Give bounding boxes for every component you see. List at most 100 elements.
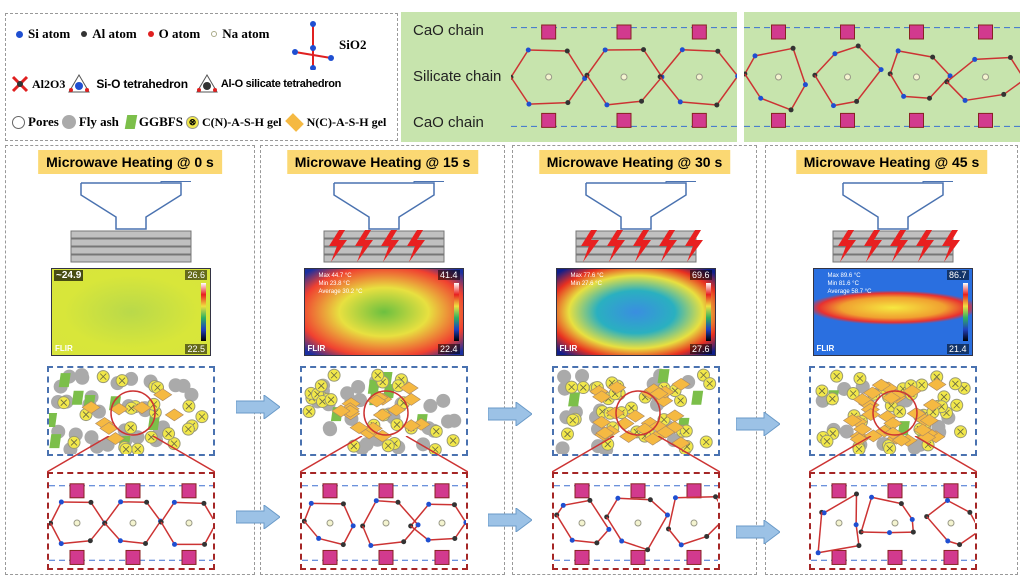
nash-gel [386, 403, 406, 417]
fly-ash-particle [339, 386, 354, 401]
silicate-chain-label: Silicate chain [413, 68, 502, 85]
microwave-hopper-icon [323, 181, 444, 263]
si-atom-icon [16, 30, 23, 38]
progression-arrow [487, 507, 533, 533]
cash-gel [892, 405, 906, 419]
thermal-readout: Max 89.6 °C [827, 273, 861, 279]
sio2-molecule-icon [292, 21, 334, 70]
microstructure-box [47, 366, 215, 456]
sio2-label: SiO2 [339, 37, 367, 52]
cash-gel [825, 392, 839, 406]
ggbfs-label: GGBFS [138, 114, 183, 129]
nash-gel [105, 432, 126, 445]
nash-gel [664, 409, 684, 423]
cash-gel [144, 430, 158, 444]
atom-legend-row: Si atom Al atom O atom Na atom [16, 26, 270, 42]
microstructure-box [299, 366, 468, 456]
cash-gel [429, 424, 443, 438]
nash-gel [642, 432, 662, 446]
nash-gel [926, 378, 946, 391]
tetrahedron-legend-row: Al2O3 Si-O tetrahedron Al-O silicate tet… [11, 74, 341, 94]
nash-gel [852, 393, 872, 406]
nash-gel [591, 415, 611, 429]
thermal-readout: Max 44.7 °C [318, 273, 352, 279]
cash-gel [702, 377, 716, 391]
scale-min: 27.6 [689, 344, 712, 354]
cao-chain-label-bottom: CaO chain [413, 114, 484, 131]
spot-temperature: ~24.9 [54, 270, 84, 281]
nash-gel [863, 429, 883, 443]
nash-gel [625, 409, 645, 423]
cash-gel [882, 441, 896, 454]
nash-gel [871, 378, 891, 392]
nash-gel [349, 421, 369, 435]
heating-panel-0: Microwave Heating @ 0 s ~24.9 26.6 22.5 … [5, 145, 255, 575]
ggbfs-particle [49, 413, 58, 428]
cash-gel [115, 374, 129, 388]
thermal-readout: Min 27.6 °C [570, 281, 602, 287]
cash-gel [819, 434, 833, 448]
thermal-readout: Average 58.7 °C [827, 289, 872, 295]
fly-ash-particle [74, 368, 89, 383]
nash-gel [849, 432, 869, 446]
cash-gel [96, 370, 110, 384]
nash-gel [366, 394, 386, 408]
cash-gel [852, 442, 866, 454]
disrupted-network-diagram [744, 24, 1020, 128]
fly-ash-particle [168, 378, 183, 393]
nash-gel [618, 430, 638, 443]
nash-gel [648, 387, 668, 400]
cash-gel [124, 421, 138, 435]
al2o3-label: Al2O3 [32, 76, 66, 91]
nash-gel [594, 426, 615, 440]
zoom-connector [551, 436, 720, 473]
cash-gel [57, 396, 71, 410]
nash-gel [591, 390, 611, 404]
zoom-connector [47, 436, 215, 473]
cash-gel [914, 378, 928, 392]
flir-logo: FLIR [55, 344, 73, 353]
thermal-readout: Max 77.6 °C [570, 273, 604, 279]
zoom-circle [871, 390, 918, 436]
cash-gel [181, 422, 195, 436]
panel-title: Microwave Heating @ 0 s [38, 150, 222, 174]
nash-gel [882, 417, 902, 430]
si-o-tetra-label: Si-O tetrahedron [96, 77, 188, 91]
cao-chain-label-top: CaO chain [413, 22, 484, 39]
ggbfs-particle [49, 434, 62, 449]
fly-ash-icon [61, 115, 76, 129]
fly-ash-particle [839, 424, 854, 439]
nash-gel [648, 419, 668, 433]
zoom-circle [362, 390, 409, 436]
ggbfs-particle [58, 373, 71, 388]
progression-arrow [735, 519, 781, 545]
cash-gel [699, 435, 713, 449]
si-label: Si atom [28, 26, 71, 41]
nash-gel [881, 391, 901, 405]
o-atom-icon [147, 31, 154, 37]
cash-gel [814, 384, 828, 398]
al-o-tetra-label: Al-O silicate tetrahedron [220, 78, 342, 90]
molecular-structure-panel: CaO chain Silicate chain CaO chain [401, 12, 737, 142]
fly-ash-particle [930, 419, 945, 434]
cash-gel [119, 442, 133, 454]
si-o-tetrahedron-icon [68, 74, 91, 93]
ggbfs-particle [71, 390, 84, 405]
al-atom-icon [81, 31, 88, 37]
cash-gel [182, 399, 196, 413]
gel-network-diagram [49, 483, 213, 565]
cash-gel [162, 427, 176, 441]
scale-max: 86.7 [946, 270, 969, 280]
panel-title: Microwave Heating @ 15 s [286, 150, 479, 174]
cash-gel [389, 418, 403, 432]
cash-gel-icon: ⊗ [185, 115, 199, 129]
nash-gel [919, 414, 939, 427]
color-scale-bar [962, 283, 968, 341]
nash-gel [401, 419, 421, 432]
microwave-bolt-icon [328, 230, 347, 262]
nash-gel [372, 408, 392, 422]
